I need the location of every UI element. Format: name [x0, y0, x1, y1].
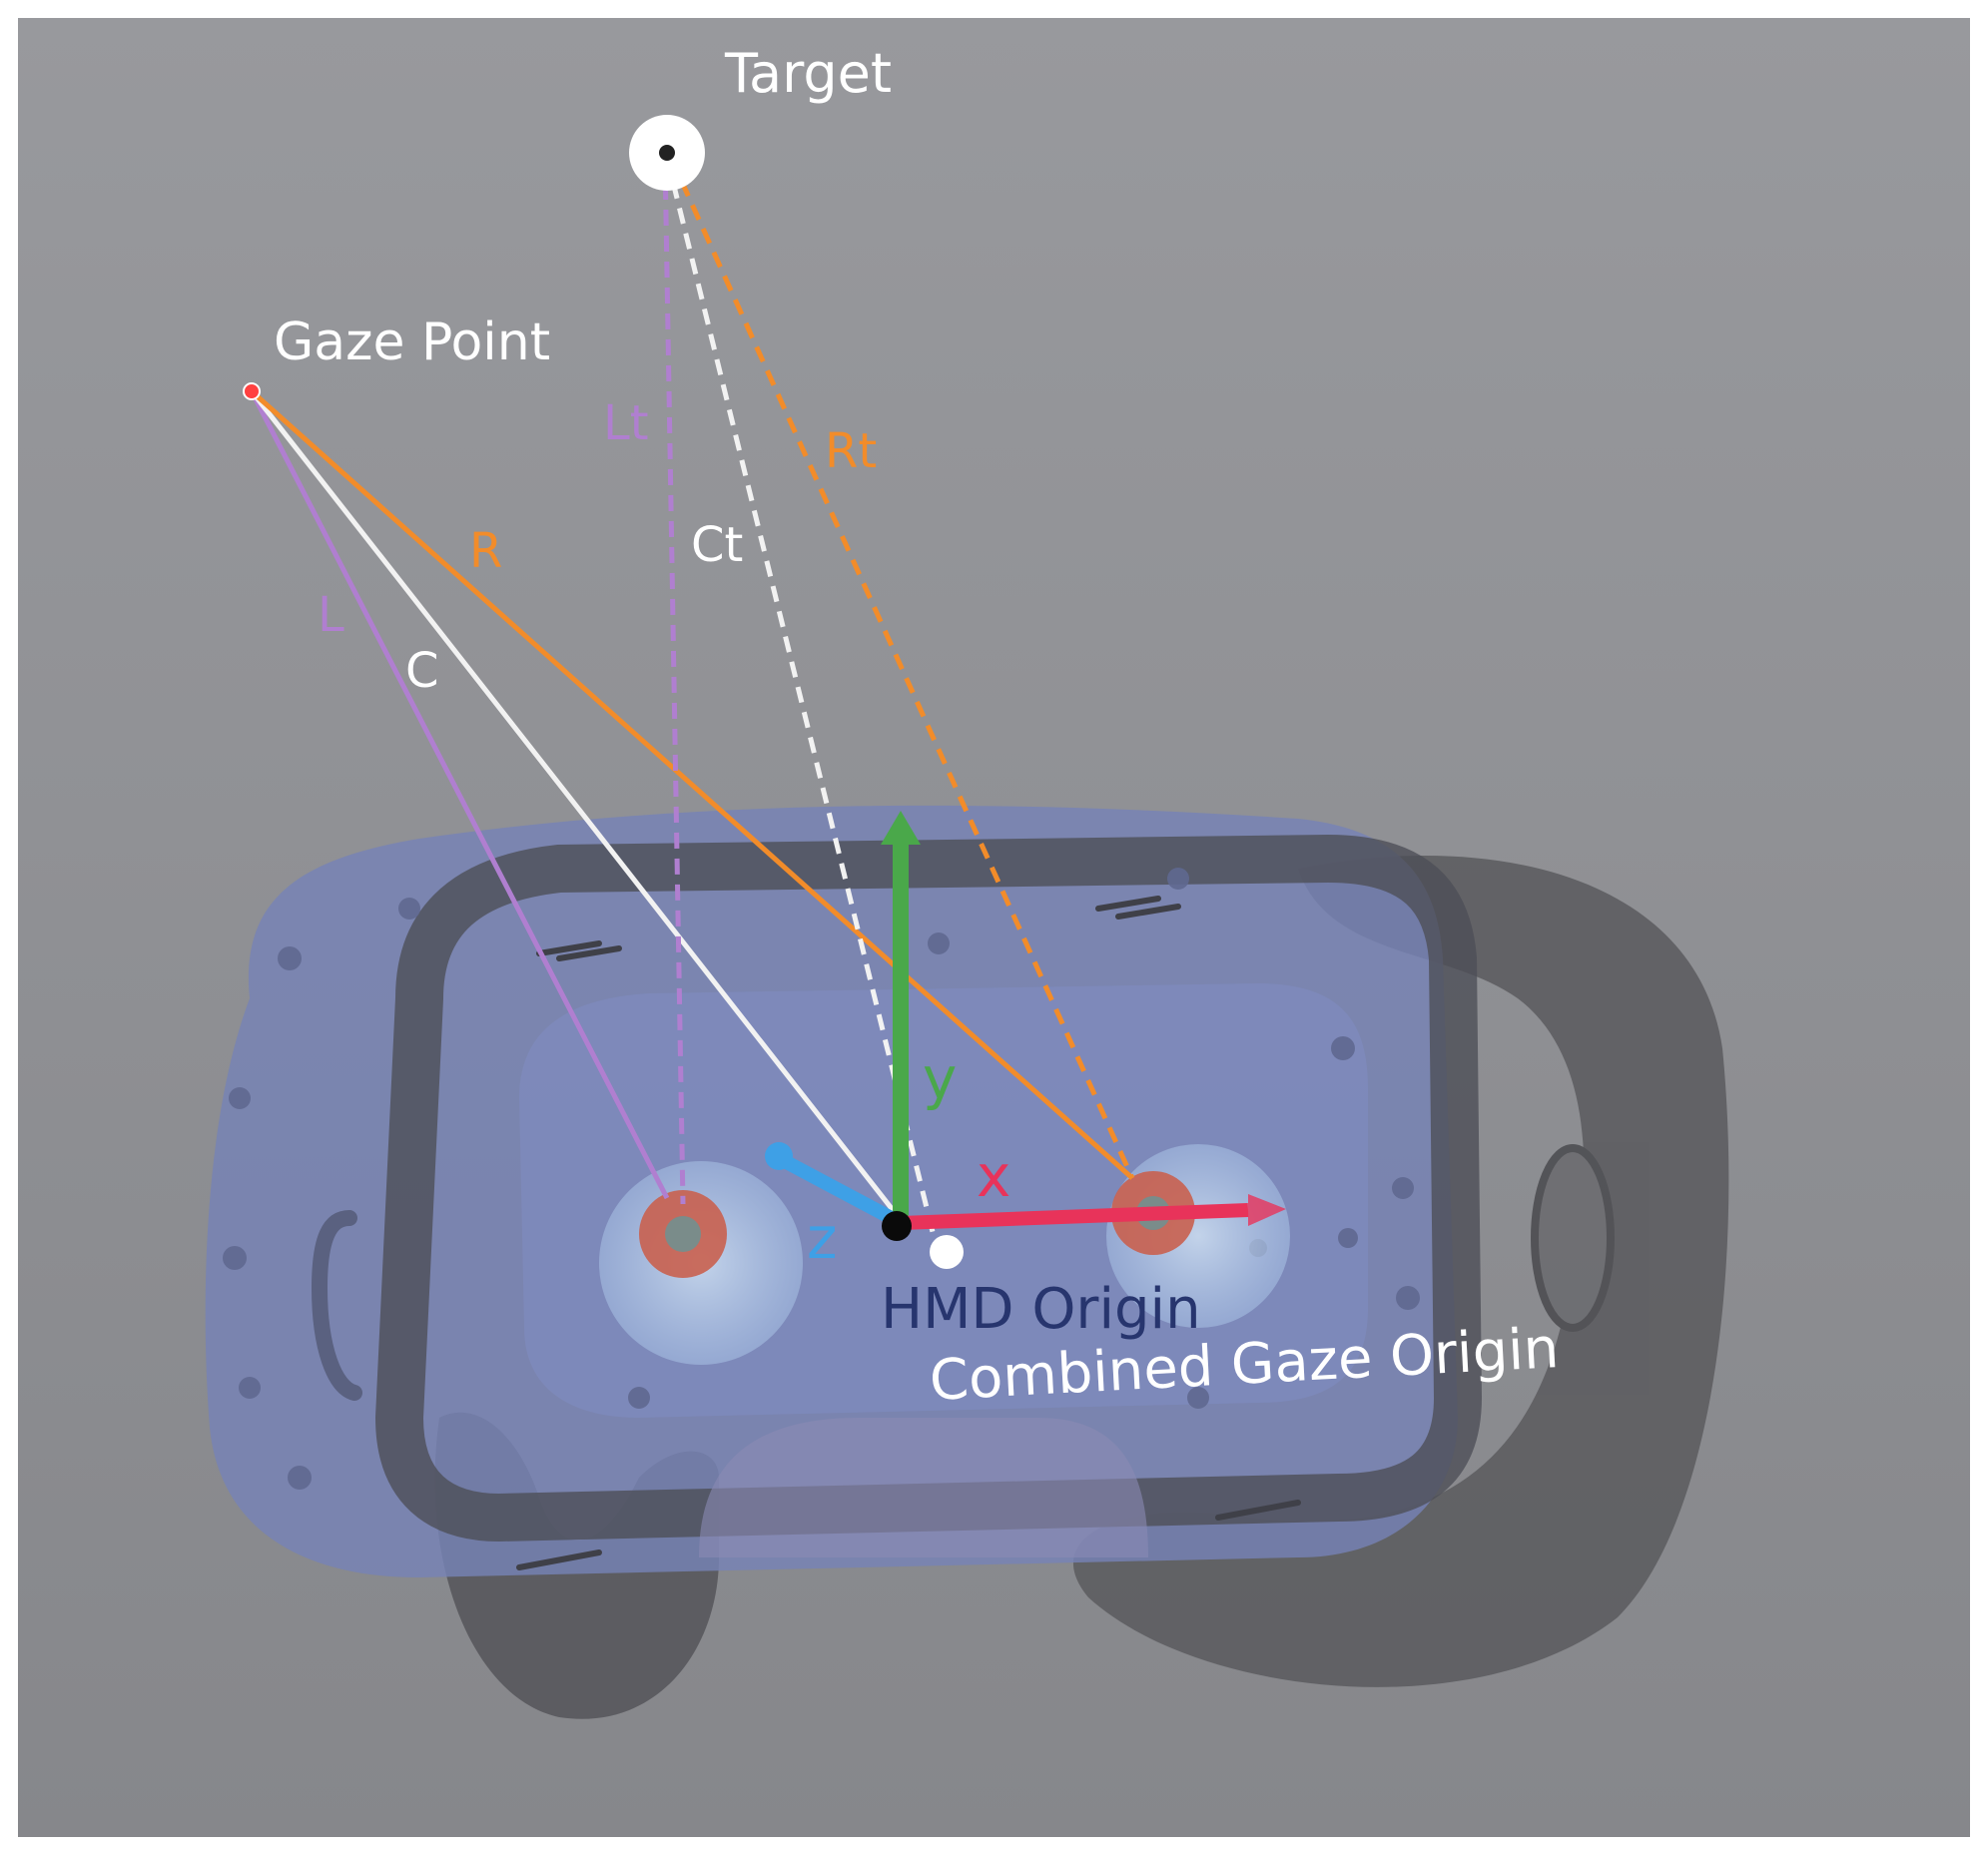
- target-marker: [629, 115, 705, 191]
- axis-label-x: x: [977, 1142, 1010, 1210]
- y-axis-arrowhead: [881, 811, 921, 845]
- ray-label-c: C: [405, 643, 439, 699]
- hmd-origin-dot: [882, 1211, 912, 1241]
- gaze-rays: [249, 389, 1134, 1222]
- ray-label-rt: Rt: [825, 423, 877, 479]
- coordinate-axes: [765, 811, 1286, 1230]
- left-target-ray: [662, 157, 686, 1205]
- ray-label-l: L: [318, 587, 344, 643]
- target-label: Target: [724, 42, 892, 105]
- left-gaze-ray: [249, 389, 670, 1200]
- right-target-ray: [668, 156, 1135, 1180]
- ray-label-r: R: [469, 523, 502, 579]
- axis-label-y: y: [923, 1044, 957, 1112]
- right-gaze-ray: [250, 389, 1134, 1180]
- ray-label-ct: Ct: [691, 517, 743, 573]
- x-axis-line: [900, 1203, 1249, 1230]
- left-eye: [599, 1161, 803, 1365]
- headset-shell: [205, 805, 1483, 1577]
- target-rays: [662, 156, 1135, 1241]
- ray-label-lt: Lt: [603, 395, 649, 451]
- gaze-point-label: Gaze Point: [274, 312, 550, 372]
- combined-gaze-ray: [250, 389, 903, 1222]
- combined-target-ray: [664, 157, 938, 1241]
- z-axis-line: [775, 1151, 905, 1230]
- axis-label-z: z: [807, 1204, 837, 1272]
- z-axis-end: [765, 1142, 793, 1170]
- hmd-origin-label: HMD Origin: [881, 1277, 1201, 1342]
- gaze-point-marker: [243, 382, 261, 400]
- combined-gaze-origin-dot: [930, 1235, 964, 1269]
- x-axis-arrowhead: [1248, 1194, 1286, 1226]
